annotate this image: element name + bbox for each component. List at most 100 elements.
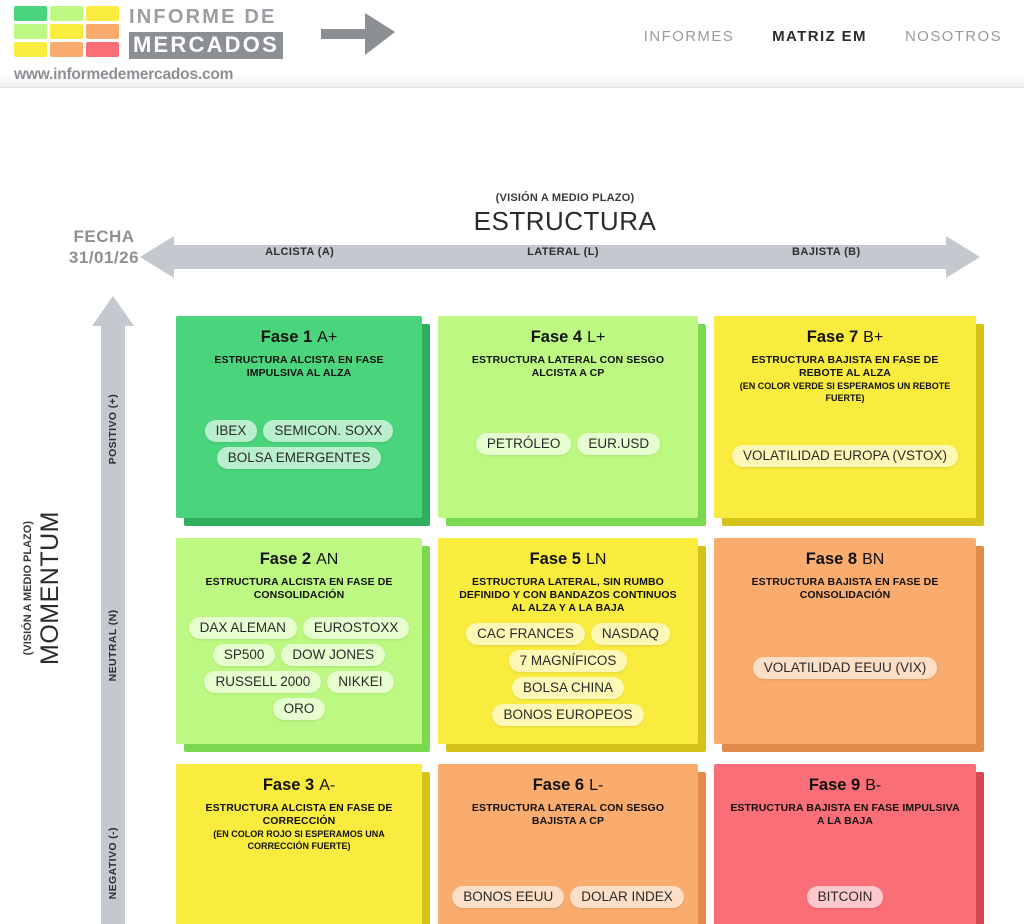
asset-tag[interactable]: VOLATILIDAD EUROPA (VSTOX) [731, 444, 959, 467]
phase-name: Fase 2 [259, 550, 312, 568]
asset-tag[interactable]: RUSSELL 2000 [204, 670, 322, 693]
phase-code: B- [865, 777, 882, 794]
phase-description: ESTRUCTURA BAJISTA EN FASE DE CONSOLIDAC… [751, 575, 939, 602]
logo-cell-9 [86, 42, 119, 57]
asset-tag[interactable]: CAC FRANCES [466, 623, 585, 646]
phase-code: L- [589, 777, 604, 794]
logo-wordmark: INFORME DE MERCADOS [129, 6, 395, 59]
asset-tag[interactable]: IBEX [204, 419, 258, 442]
phase-code: L+ [587, 329, 606, 346]
phase-name: Fase 4 [530, 328, 583, 346]
nav-item-informes[interactable]: INFORMES [643, 28, 735, 45]
logo-color-grid [14, 6, 119, 57]
phase-code: BN [862, 551, 885, 568]
logo-cell-3 [86, 6, 119, 21]
asset-tag[interactable]: NASDAQ [590, 623, 670, 646]
asset-tag[interactable]: SP500 [212, 643, 276, 666]
phase-name: Fase 5 [529, 550, 581, 568]
momentum-tick-1: POSITIVO (+) [107, 393, 119, 464]
structure-tick-1: ALCISTA (A) [265, 246, 335, 258]
asset-tag[interactable]: BOLSA CHINA [511, 677, 625, 700]
logo-cell-5 [50, 24, 83, 39]
asset-tag[interactable]: DOLAR INDEX [570, 886, 684, 909]
logo-arrow-icon [321, 13, 395, 55]
momentum-axis-ticks: POSITIVO (+)NEUTRAL (N)NEGATIVO (-) [92, 320, 134, 924]
phase-name: Fase 8 [805, 550, 858, 568]
site-header: INFORME DE MERCADOS www.informedemercado… [0, 0, 1024, 88]
asset-tag[interactable]: BOLSA EMERGENTES [216, 446, 382, 469]
asset-tag[interactable]: BITCOIN [806, 886, 884, 909]
asset-tag[interactable]: EUR.USD [577, 433, 661, 456]
asset-tag[interactable]: 7 MAGNÍFICOS [508, 650, 628, 673]
asset-tag[interactable]: VOLATILIDAD EEUU (VIX) [752, 657, 938, 680]
asset-tag[interactable]: BONOS EUROPEOS [492, 704, 644, 727]
asset-tag[interactable]: PETRÓLEO [475, 433, 572, 456]
logo-cell-4 [14, 24, 47, 39]
logo-cell-8 [50, 42, 83, 57]
nav-item-nosotros[interactable]: NOSOTROS [904, 28, 1002, 45]
asset-tag[interactable]: BONOS EEUU [452, 886, 565, 909]
phase-description: ESTRUCTURA ALCISTA EN FASE DE CORRECCIÓN [205, 801, 393, 828]
date-value: 31/01/26 [68, 248, 140, 268]
momentum-tick-2: NEUTRAL (N) [107, 610, 119, 682]
phase-description: ESTRUCTURA LATERAL CON SESGO ALCISTA A C… [471, 353, 665, 380]
phase-code: A+ [317, 329, 338, 346]
asset-tag[interactable]: ORO [272, 697, 326, 720]
main-nav: INFORMES MATRIZ EM NOSOTROS [644, 28, 1002, 45]
nav-item-matriz-em[interactable]: MATRIZ EM [772, 28, 867, 45]
asset-tag-list: VOLATILIDAD EUROPA (VSTOX) [724, 444, 966, 467]
phase-description: ESTRUCTURA LATERAL, SIN RUMBO DEFINIDO Y… [459, 575, 677, 615]
logo-top: INFORME DE MERCADOS [14, 6, 395, 59]
structure-axis-arrow [140, 236, 980, 278]
asset-tag[interactable]: DAX ALEMAN [188, 616, 297, 639]
structure-tick-2: LATERAL (L) [527, 246, 599, 258]
phase-code: B+ [863, 329, 884, 346]
asset-tag[interactable]: DOW JONES [281, 643, 386, 666]
matrix-board: (VISIÓN A MEDIO PLAZO) ESTRUCTURA FECHA … [0, 88, 1024, 924]
logo-line-1: INFORME DE [129, 6, 277, 28]
phase-description: ESTRUCTURA ALCISTA EN FASE DE CONSOLIDAC… [205, 575, 393, 602]
asset-tag[interactable]: NIKKEI [327, 670, 394, 693]
logo-cell-7 [14, 42, 47, 57]
phase-code: A- [319, 777, 336, 794]
site-logo[interactable]: INFORME DE MERCADOS www.informedemercado… [14, 6, 395, 84]
logo-line-2: MERCADOS [129, 32, 283, 59]
phase-note: (EN COLOR ROJO SI ESPERAMOS UNA CORRECCI… [213, 829, 385, 851]
structure-tick-3: BAJISTA (B) [792, 246, 861, 258]
momentum-axis-subtitle: (VISIÓN A MEDIO PLAZO) [21, 520, 34, 656]
logo-cell-6 [86, 24, 119, 39]
momentum-axis-title: MOMENTUM [35, 511, 64, 665]
structure-axis-ticks: ALCISTA (A) LATERAL (L) BAJISTA (B) [168, 246, 958, 258]
asset-tag[interactable]: SEMICON. SOXX [263, 419, 394, 442]
asset-tag[interactable]: EUROSTOXX [302, 616, 410, 639]
logo-cell-1 [14, 6, 47, 21]
phase-note: (EN COLOR VERDE SI ESPERAMOS UN REBOTE F… [739, 381, 951, 403]
phase-name: Fase 7 [806, 328, 859, 346]
phase-name: Fase 9 [808, 776, 861, 794]
